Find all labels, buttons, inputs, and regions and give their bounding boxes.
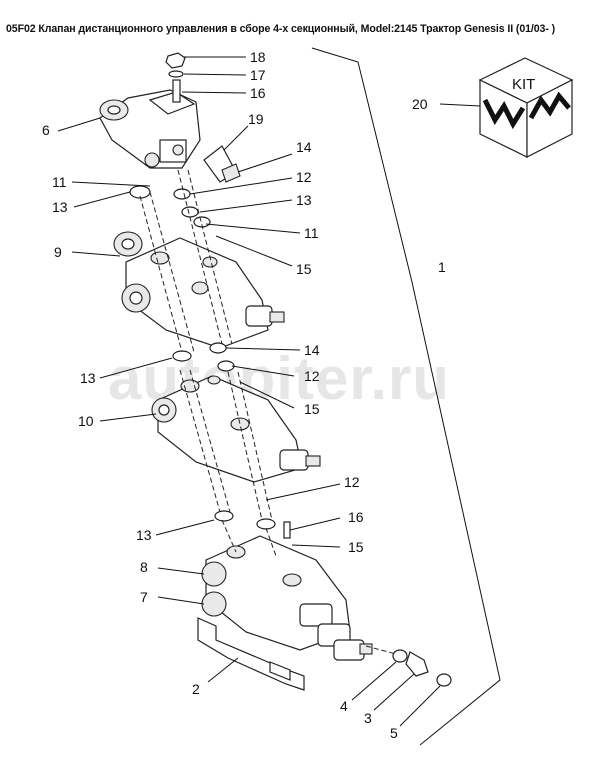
callout-15: 15 (348, 539, 364, 555)
callout-10: 10 (78, 413, 94, 429)
callout-2: 2 (192, 681, 200, 697)
callout-11: 11 (304, 225, 319, 241)
callout-14: 14 (304, 342, 320, 358)
callout-1: 1 (438, 259, 446, 275)
callout-13: 13 (296, 192, 312, 208)
callout-13: 13 (52, 199, 68, 215)
callout-17: 17 (250, 67, 266, 83)
seal-rings (129, 185, 291, 539)
callout-19: 19 (248, 111, 264, 127)
callout-4: 4 (340, 698, 348, 714)
callout-18: 18 (250, 49, 266, 65)
valve-sections-7-8 (201, 535, 373, 661)
callout-15: 15 (296, 261, 312, 277)
callout-16: 16 (348, 509, 364, 525)
end-fittings-part (365, 645, 452, 687)
callout-15: 15 (304, 401, 320, 417)
callout-12: 12 (304, 368, 320, 384)
callout-12: 12 (296, 169, 312, 185)
diagram-title: 05F02 Клапан дистанционного управления в… (6, 23, 556, 35)
assembly-bracket-line (311, 47, 501, 746)
valve-section-10 (151, 375, 321, 483)
bolt-stack-part (165, 52, 186, 103)
callout-12: 12 (344, 474, 360, 490)
callout-8: 8 (140, 559, 148, 575)
callout-5: 5 (390, 725, 398, 741)
callout-13: 13 (80, 370, 96, 386)
alignment-lines (139, 169, 277, 557)
callout-6: 6 (42, 122, 50, 138)
kit-label: KIT (512, 76, 535, 93)
callout-16: 16 (250, 85, 266, 101)
callout-14: 14 (296, 139, 312, 155)
callout-13: 13 (136, 527, 152, 543)
leader-lines (57, 56, 441, 727)
callout-7: 7 (140, 589, 148, 605)
valve-section-9 (113, 231, 285, 349)
base-plate-part (197, 617, 305, 691)
callout-11: 11 (52, 174, 67, 190)
kit-box[interactable]: KIT (478, 57, 574, 158)
callout-20: 20 (412, 96, 428, 112)
fitting-part (203, 145, 241, 183)
callout-3: 3 (364, 710, 372, 726)
callout-9: 9 (54, 244, 62, 260)
top-cover-part (99, 89, 201, 169)
